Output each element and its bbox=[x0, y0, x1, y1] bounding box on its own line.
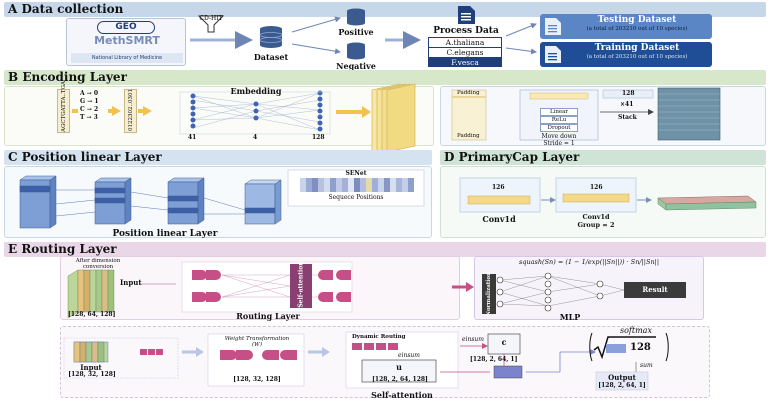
relu-label: ReLu bbox=[540, 116, 578, 124]
training-dataset-title: Training Dataset bbox=[594, 43, 680, 53]
encoded-box: 0122302..0301 bbox=[124, 89, 137, 133]
output-dims-label: [128, 2, 64, 1] bbox=[598, 382, 646, 389]
group-label: Group = 2 bbox=[577, 221, 615, 229]
training-dataset-sub: (a total of 203210 out of 10 species) bbox=[586, 54, 688, 60]
senet-label: SENet bbox=[345, 170, 367, 177]
geo-logo: GEO bbox=[97, 21, 155, 34]
self-attention-vertical: Self-attention bbox=[297, 261, 305, 308]
dropout-label: Dropout bbox=[540, 124, 578, 132]
stride-label: Stride = 1 bbox=[543, 140, 575, 147]
process-data-label: Process Data bbox=[433, 26, 499, 36]
ncbi-logo: National Library of Medicine bbox=[71, 53, 183, 63]
squash-formula: squash(Sn) = (1 − 1/exp(||Sn||)) · Sn/||… bbox=[518, 258, 660, 266]
einsum-top-label: einsum bbox=[462, 336, 484, 343]
sequence-positions-label: Sequece Positions bbox=[328, 194, 384, 201]
testing-doc-icon bbox=[544, 17, 562, 36]
normalization-label: Normalization bbox=[486, 271, 492, 317]
cd-hit-label: CD-HIT bbox=[199, 15, 223, 22]
input-label-bottom: Input bbox=[80, 363, 102, 372]
padding-bottom-label: Padding bbox=[457, 133, 480, 139]
mapping-item: A → 0 bbox=[80, 90, 99, 97]
dataset-db-icon bbox=[258, 25, 284, 49]
weight-dims-label: [128, 32, 128] bbox=[233, 376, 281, 383]
encoding-panel-right bbox=[440, 86, 766, 146]
input-dims-top: [128, 64, 128] bbox=[68, 311, 116, 318]
sequence-text: AGCTGATTA..TGA bbox=[61, 81, 67, 132]
negative-db-icon bbox=[345, 42, 367, 60]
section-a-title: A Data collection bbox=[8, 2, 124, 16]
c-label: c bbox=[501, 337, 507, 347]
move-down-label: Move down bbox=[541, 133, 577, 140]
conv1d-label-1: Conv1d bbox=[482, 214, 516, 224]
mapping-item: T → 3 bbox=[80, 114, 98, 121]
section-c-title: C Position linear Layer bbox=[8, 150, 162, 164]
weight-transform-label: Weight Transformation (W) bbox=[224, 336, 290, 348]
input-label-top: Input bbox=[120, 278, 142, 287]
c-dims-label: [128, 2, 64, 1] bbox=[470, 356, 518, 363]
section-e-banner: E Routing Layer bbox=[4, 242, 766, 257]
padding-top-label: Padding bbox=[457, 90, 480, 96]
testing-dataset-sub: (a total of 203210 out of 10 species) bbox=[586, 26, 688, 32]
output-label: Output bbox=[608, 373, 636, 382]
einsum-mid-label: einsum bbox=[398, 352, 420, 359]
softmax-label: softmax bbox=[620, 326, 652, 335]
encoded-text: 0122302..0301 bbox=[128, 89, 134, 131]
logos-box: GEO MethSMRT National Library of Medicin… bbox=[66, 18, 186, 66]
conv1d-label-2: Conv1d bbox=[582, 213, 610, 221]
d-126-label-1: 126 bbox=[492, 184, 505, 191]
stack-label: Stack bbox=[618, 114, 637, 121]
after-dim-label: After dimension conversion bbox=[75, 258, 121, 270]
training-doc-icon bbox=[544, 45, 562, 64]
species-list: A.thaliana C.elegans F.vesca bbox=[428, 37, 502, 67]
testing-dataset-box: Testing Dataset (a total of 203210 out o… bbox=[540, 14, 712, 39]
positive-label: Positive bbox=[338, 27, 374, 37]
funnel-icon bbox=[198, 14, 224, 34]
times-41-label: ×41 bbox=[620, 101, 634, 108]
embedding-label: Embedding bbox=[230, 86, 282, 96]
section-d-title: D PrimaryCap Layer bbox=[444, 150, 580, 164]
testing-dataset-title: Testing Dataset bbox=[597, 15, 677, 25]
base-mapping: A → 0 G → 1 C → 2 T → 3 bbox=[80, 90, 110, 122]
routing-layer-label: Routing Layer bbox=[236, 311, 300, 321]
sequence-box: AGCTGATTA..TGA bbox=[57, 81, 70, 133]
sum-label: sum bbox=[640, 362, 653, 369]
section-e-title: E Routing Layer bbox=[8, 242, 117, 256]
negative-label: Negative bbox=[336, 61, 376, 71]
dim-4-label: 4 bbox=[253, 134, 258, 141]
dim-128-label: 128 bbox=[312, 134, 325, 141]
right-128-label: 128 bbox=[622, 90, 635, 97]
section-b-title: B Encoding Layer bbox=[8, 70, 127, 84]
section-a-banner: A Data collection bbox=[4, 2, 766, 17]
species-item: C.elegans bbox=[429, 48, 501, 58]
result-label: Result bbox=[642, 285, 668, 294]
u-label: u bbox=[396, 362, 402, 372]
document-icon bbox=[456, 5, 476, 25]
dataset-label: Dataset bbox=[253, 52, 289, 62]
section-b-banner: B Encoding Layer bbox=[4, 70, 766, 85]
position-linear-label: Position linear Layer bbox=[112, 229, 218, 239]
self-attention-label: Self-attention bbox=[371, 390, 433, 400]
input-dims-bottom: [128, 32, 128] bbox=[68, 371, 116, 378]
mapping-item: G → 1 bbox=[80, 98, 99, 105]
mapping-item: C → 2 bbox=[80, 106, 99, 113]
methsmrt-logo: MethSMRT bbox=[94, 34, 160, 47]
dim-41-label: 41 bbox=[188, 134, 197, 141]
dynamic-routing-label: Dynamic Routing bbox=[352, 334, 406, 340]
u-dims-label: [128, 2, 64, 128] bbox=[372, 376, 428, 383]
linear-label: Linear bbox=[540, 108, 578, 116]
species-item: A.thaliana bbox=[429, 38, 501, 48]
species-item: F.vesca bbox=[429, 58, 501, 67]
positive-db-icon bbox=[345, 8, 367, 26]
section-c-banner: C Position linear Layer bbox=[4, 150, 432, 165]
d-126-label-2: 126 bbox=[590, 184, 603, 191]
mlp-label: MLP bbox=[559, 312, 581, 322]
training-dataset-box: Training Dataset (a total of 203210 out … bbox=[540, 42, 712, 67]
section-d-banner: D PrimaryCap Layer bbox=[440, 150, 766, 165]
sqrt-128-label: 128 bbox=[630, 342, 651, 353]
